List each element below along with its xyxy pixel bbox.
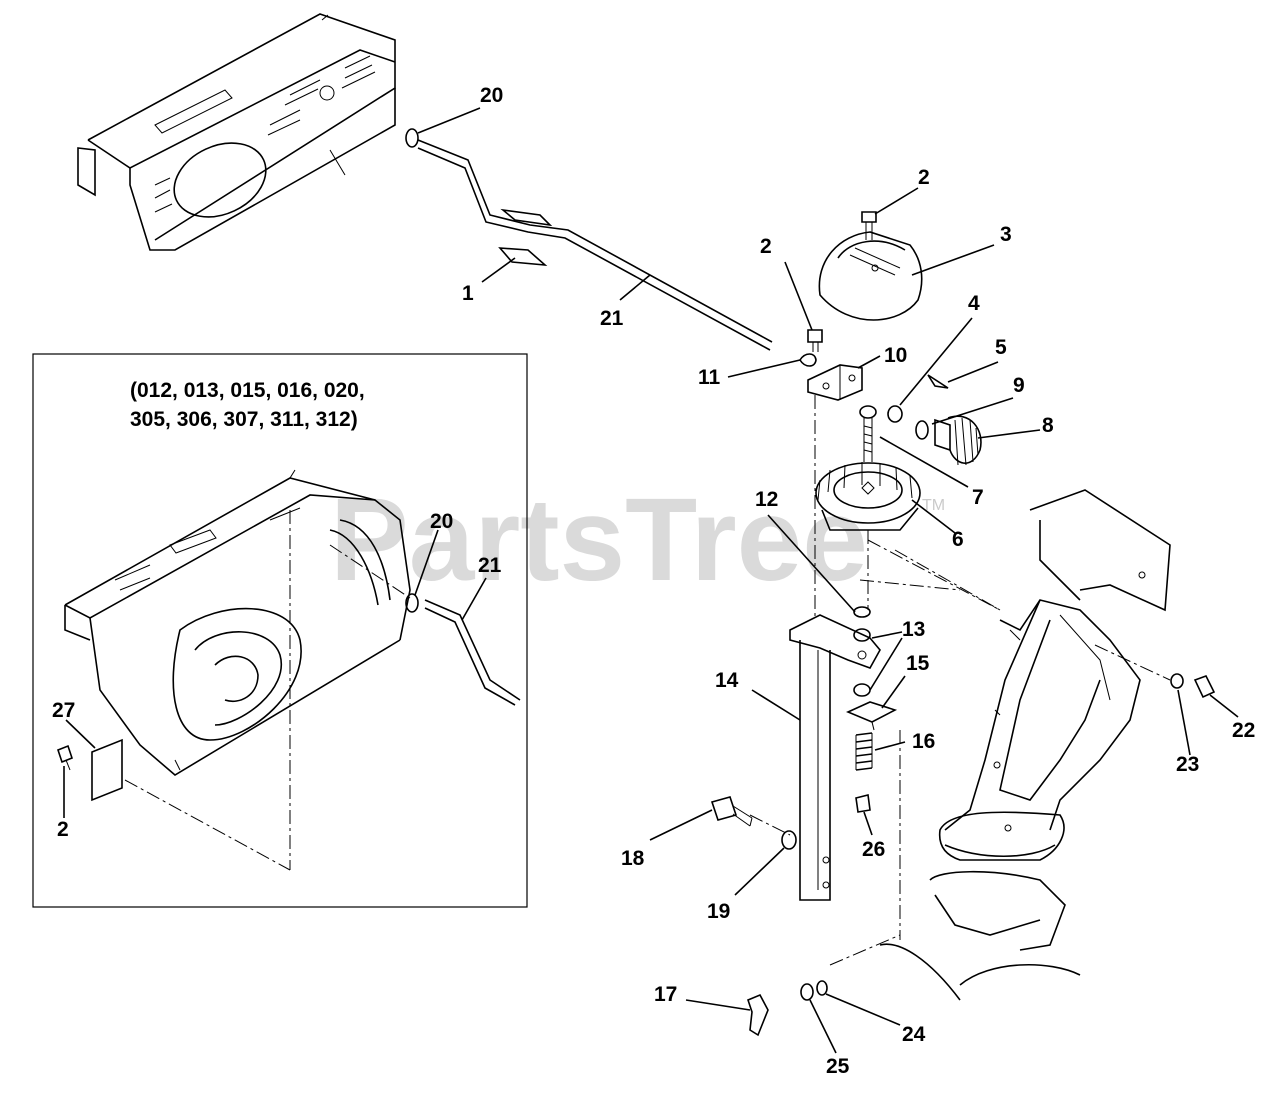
callout-21-top: 21 bbox=[600, 307, 624, 330]
watermark-text: PartsTree bbox=[330, 474, 868, 606]
leader-lines bbox=[63, 107, 1239, 1054]
callout-2-top: 2 bbox=[918, 166, 930, 189]
callout-7: 7 bbox=[972, 486, 984, 509]
callout-1: 1 bbox=[462, 282, 474, 305]
callout-2-mid: 2 bbox=[760, 235, 772, 258]
callout-12: 12 bbox=[755, 488, 778, 511]
callout-9: 9 bbox=[1013, 374, 1025, 397]
callout-8: 8 bbox=[1042, 414, 1054, 437]
variant-inset-box bbox=[32, 353, 528, 908]
callout-4: 4 bbox=[968, 292, 980, 315]
alignment-lines bbox=[749, 395, 1171, 966]
inset-alignment-line-3 bbox=[329, 544, 411, 599]
callout-14: 14 bbox=[715, 669, 739, 692]
dash-console-top bbox=[77, 13, 396, 251]
watermark-tm: TM bbox=[922, 497, 945, 514]
callout-24: 24 bbox=[902, 1023, 926, 1046]
callout-18: 18 bbox=[621, 847, 645, 870]
knob-assembly bbox=[799, 211, 982, 531]
inset-alignment-line-2 bbox=[124, 779, 291, 871]
callout-16: 16 bbox=[912, 730, 935, 753]
callout-21-inset: 21 bbox=[478, 554, 502, 577]
callout-22: 22 bbox=[1232, 719, 1255, 742]
callout-23: 23 bbox=[1176, 753, 1199, 776]
callout-20-inset: 20 bbox=[430, 510, 453, 533]
callout-13: 13 bbox=[902, 618, 925, 641]
shift-rod bbox=[405, 128, 773, 351]
callout-26: 26 bbox=[862, 838, 885, 861]
dash-console-inset bbox=[57, 469, 521, 802]
callout-19: 19 bbox=[707, 900, 730, 923]
callout-6: 6 bbox=[952, 528, 964, 551]
callout-5: 5 bbox=[995, 336, 1007, 359]
callout-3: 3 bbox=[1000, 223, 1012, 246]
callout-2-inset: 2 bbox=[57, 818, 69, 841]
callout-11: 11 bbox=[698, 366, 721, 389]
callout-numbers: 20 1 21 2 3 2 10 11 4 5 9 8 7 6 12 13 15… bbox=[52, 84, 1255, 1078]
callout-25: 25 bbox=[826, 1055, 850, 1078]
inset-title-line1: (012, 013, 015, 016, 020, bbox=[130, 379, 365, 402]
callout-17: 17 bbox=[654, 983, 677, 1006]
inset-title-line2: 305, 306, 307, 311, 312) bbox=[130, 408, 358, 431]
callout-10: 10 bbox=[884, 344, 907, 367]
callout-15: 15 bbox=[906, 652, 930, 675]
callout-27: 27 bbox=[52, 699, 75, 722]
discharge-chute bbox=[879, 489, 1216, 1001]
callout-20-top: 20 bbox=[480, 84, 503, 107]
